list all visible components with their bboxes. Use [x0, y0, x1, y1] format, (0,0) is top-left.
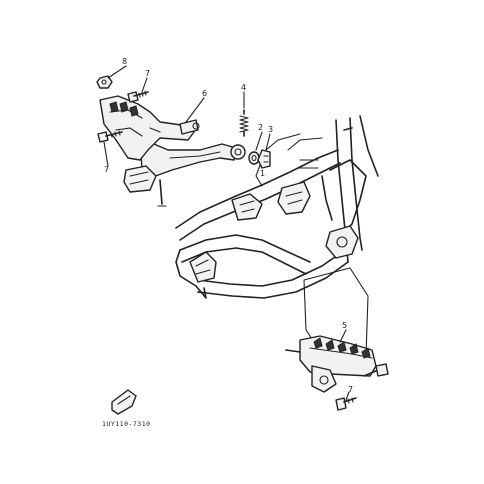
washer-2	[248, 151, 260, 165]
label-part-2: 2	[258, 123, 263, 132]
label-part-8: 8	[122, 57, 127, 66]
spring-4	[239, 109, 249, 137]
frame	[175, 115, 379, 299]
footrest-right	[285, 267, 389, 393]
nut-8	[96, 75, 113, 89]
drawing-code: 1UY110-7310	[102, 420, 151, 428]
brake-pedal-assembly	[123, 137, 246, 207]
label-part-3: 3	[268, 125, 273, 134]
label-part-7-left: 7	[104, 165, 109, 174]
label-part-5: 5	[342, 321, 347, 330]
label-part-7-lower: 7	[348, 385, 353, 394]
bracket-small	[111, 389, 137, 415]
label-part-6: 6	[202, 89, 207, 98]
bolt-left	[97, 130, 123, 143]
bolt-upper	[127, 90, 149, 103]
bolt-lower	[335, 397, 357, 411]
label-part-7-upper: 7	[145, 69, 150, 78]
leader-lines	[103, 65, 350, 401]
label-part-4: 4	[241, 83, 246, 92]
footrest-bracket	[99, 95, 200, 161]
label-part-1: 1	[260, 169, 265, 178]
clip-3	[257, 149, 271, 169]
